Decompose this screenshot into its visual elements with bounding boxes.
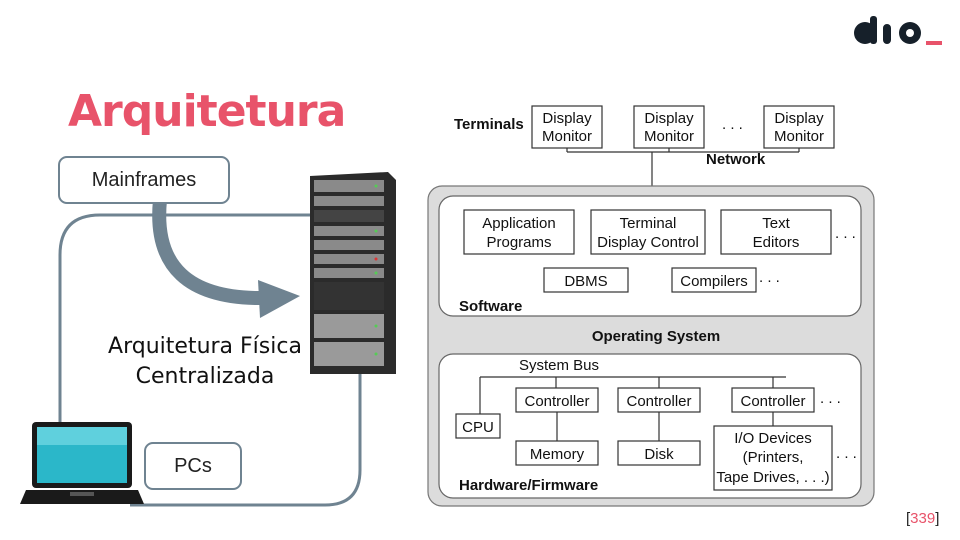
- dbms-box: DBMS: [543, 267, 629, 293]
- hardware-firmware-label: Hardware/Firmware: [459, 477, 598, 494]
- terminal-display-control-box: Terminal Display Control: [590, 209, 706, 255]
- pcs-label: PCs: [144, 442, 242, 490]
- ref-num: 339: [910, 510, 936, 527]
- svg-text:Controller: Controller: [626, 393, 691, 410]
- svg-text:Terminal: Terminal: [620, 215, 677, 232]
- display-monitor-3: Display Monitor: [763, 105, 835, 149]
- network-label: Network: [706, 151, 766, 168]
- svg-text:I/O Devices: I/O Devices: [734, 430, 812, 447]
- software-ellipsis-2: . . .: [759, 269, 780, 286]
- svg-text:Display: Display: [644, 110, 694, 127]
- svg-text:Compilers: Compilers: [680, 273, 748, 290]
- display-monitor-2: Display Monitor: [633, 105, 705, 149]
- disk-box: Disk: [617, 440, 701, 466]
- svg-text:Tape Drives, . . .): Tape Drives, . . .): [716, 469, 829, 486]
- svg-text:DBMS: DBMS: [564, 273, 607, 290]
- server-rack-icon: [310, 172, 396, 374]
- svg-text:Programs: Programs: [486, 234, 551, 251]
- svg-text:Display: Display: [774, 110, 824, 127]
- cpu-box: CPU: [455, 413, 501, 439]
- hardware-ellipsis-2: . . .: [836, 445, 857, 462]
- laptop-icon: [20, 422, 144, 504]
- io-devices-box: I/O Devices (Printers, Tape Drives, . . …: [713, 425, 833, 491]
- architecture-caption: Arquitetura Física Centralizada: [100, 332, 310, 392]
- svg-text:Monitor: Monitor: [542, 128, 592, 145]
- svg-text:Controller: Controller: [524, 393, 589, 410]
- ref-close: ]: [935, 510, 940, 527]
- dio-logo: [854, 16, 942, 45]
- svg-text:(Printers,: (Printers,: [743, 449, 804, 466]
- controller-box-2: Controller: [617, 387, 701, 413]
- system-bus-label: System Bus: [519, 357, 599, 374]
- text-editors-box: Text Editors: [720, 209, 832, 255]
- memory-box: Memory: [515, 440, 599, 466]
- terminals-label: Terminals: [454, 116, 524, 133]
- svg-text:Editors: Editors: [753, 234, 800, 251]
- svg-text:Controller: Controller: [740, 393, 805, 410]
- system-architecture-diagram: Terminals Display Monitor Display Monito…: [427, 105, 875, 507]
- display-monitor-1: Display Monitor: [531, 105, 603, 149]
- ref-open: [: [906, 510, 911, 527]
- reference-number: [339]: [906, 510, 939, 527]
- svg-text:Display: Display: [542, 110, 592, 127]
- application-programs-box: Application Programs: [463, 209, 575, 255]
- svg-text:Memory: Memory: [530, 446, 585, 463]
- curved-arrow: [152, 193, 272, 306]
- svg-text:Monitor: Monitor: [774, 128, 824, 145]
- slide-title: Arquitetura: [68, 86, 346, 137]
- caption-line-2: Centralizada: [135, 364, 275, 389]
- software-label: Software: [459, 298, 522, 315]
- operating-system-label: Operating System: [592, 328, 720, 345]
- svg-text:Disk: Disk: [644, 446, 674, 463]
- terminals-ellipsis: . . .: [722, 116, 743, 133]
- software-ellipsis-1: . . .: [835, 225, 856, 242]
- svg-text:CPU: CPU: [462, 419, 494, 436]
- mainframes-label: Mainframes: [58, 156, 230, 204]
- svg-text:Text: Text: [762, 215, 790, 232]
- compilers-box: Compilers: [671, 267, 757, 293]
- controller-box-1: Controller: [515, 387, 599, 413]
- svg-text:Application: Application: [482, 215, 555, 232]
- controller-box-3: Controller: [731, 387, 815, 413]
- svg-text:Monitor: Monitor: [644, 128, 694, 145]
- svg-text:Display Control: Display Control: [597, 234, 699, 251]
- caption-line-1: Arquitetura Física: [108, 334, 302, 359]
- hardware-ellipsis-1: . . .: [820, 390, 841, 407]
